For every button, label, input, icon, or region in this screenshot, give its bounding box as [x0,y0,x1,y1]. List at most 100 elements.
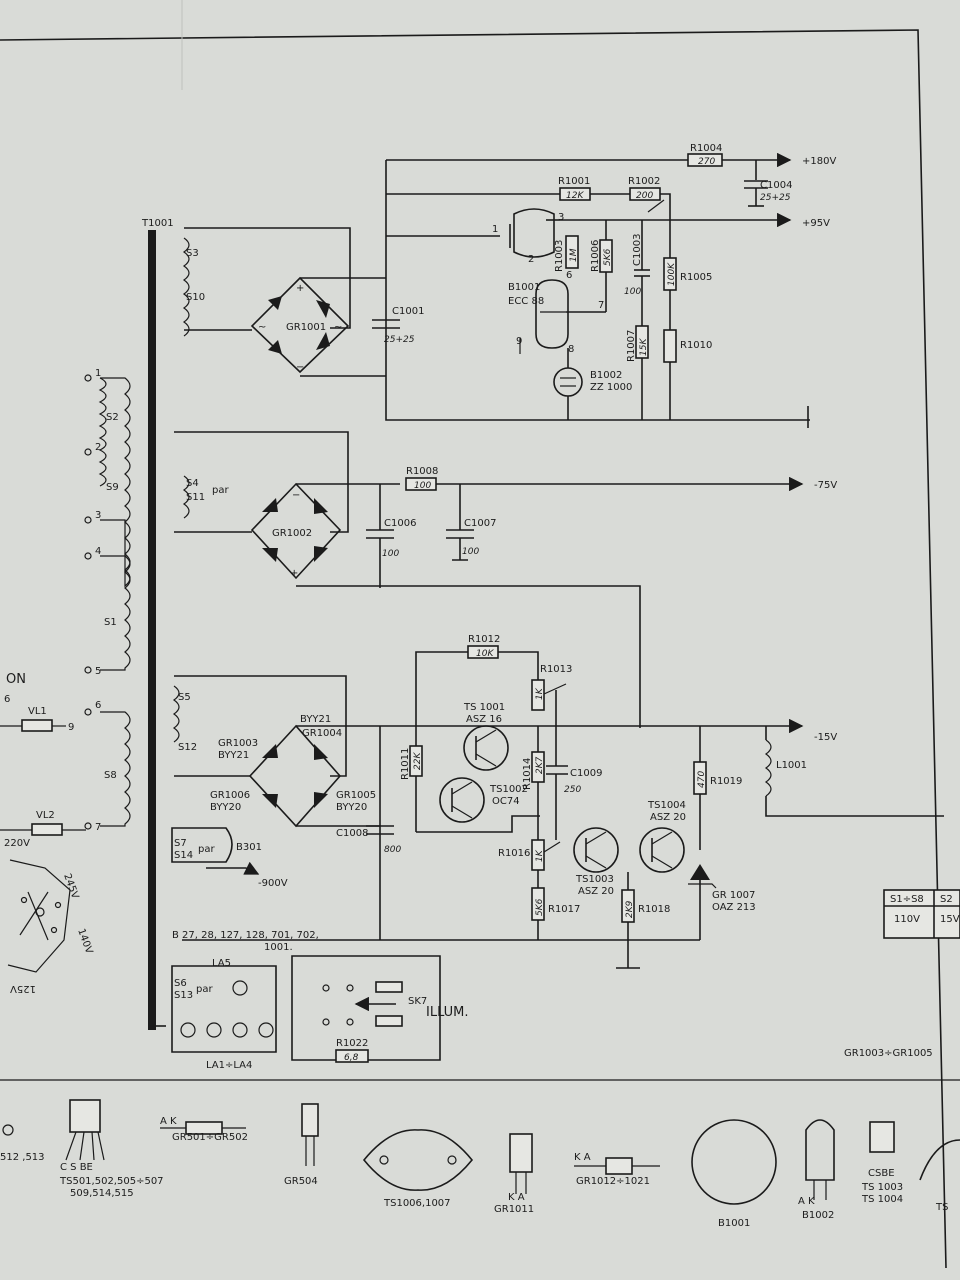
svg-text:245V: 245V [61,872,80,900]
svg-text:~: ~ [258,322,266,333]
tube-b1001: 1 2 3 7 6 8 9 B1001 ECC 88 [492,208,606,355]
svg-text:6: 6 [4,694,10,705]
svg-text:OC74: OC74 [492,796,520,807]
svg-text:BYY20: BYY20 [210,802,241,813]
svg-text:OAZ 213: OAZ 213 [712,902,756,913]
cap-c1009: C1009 250 [546,690,602,840]
svg-text:~: ~ [334,322,342,333]
svg-text:TS1002: TS1002 [489,784,528,795]
svg-text:S1: S1 [104,617,117,628]
svg-text:R1018: R1018 [638,904,670,915]
svg-text:22K: 22K [413,752,423,770]
svg-text:800: 800 [384,845,401,855]
svg-text:S14: S14 [174,850,193,861]
svg-text:125V: 125V [10,983,36,994]
svg-text:S10: S10 [186,292,205,303]
svg-text:6,8: 6,8 [344,1053,359,1063]
res-r1013: R1013 1K [531,664,572,711]
svg-text:470: 470 [697,771,707,788]
svg-text:TS 1001: TS 1001 [463,702,505,713]
svg-text:+95V: +95V [802,218,830,229]
svg-text:B1002: B1002 [802,1210,834,1221]
svg-text:L1001: L1001 [776,760,807,771]
svg-text:100: 100 [382,549,399,559]
svg-text:ILLUM.: ILLUM. [426,1005,469,1020]
svg-text:VL2: VL2 [36,810,55,821]
transistor-ts1001: TS 1001 ASZ 16 [463,702,509,771]
svg-text:R1002: R1002 [628,176,660,187]
svg-text:2K9: 2K9 [625,900,635,918]
inductor-l1001: L1001 [764,726,944,817]
svg-text:8: 8 [568,344,574,355]
svg-text:250: 250 [564,785,581,795]
svg-text:C1001: C1001 [392,306,424,317]
svg-text:S8: S8 [104,770,117,781]
svg-text:9: 9 [68,722,74,733]
svg-text:A K: A K [798,1196,815,1207]
svg-text:100: 100 [624,287,641,297]
svg-text:GR1012÷1021: GR1012÷1021 [576,1176,650,1187]
svg-text:B1002: B1002 [590,370,622,381]
spec-table: S1÷S8 S2 110V 15V [883,889,960,939]
sheet-border [0,29,947,1269]
pinout-legends: 512 ,513 C S BE TS501,502,505÷507 509,51… [0,1048,960,1229]
illumination: S6 S13 par LA5 LA1÷LA4 SK7 ILLUM. R1022 … [171,955,469,1071]
hv-supply: S3 S10 GR1001 + − ~ ~ C1001 25+25 [182,143,836,428]
res-r1010: R1010 [663,329,712,420]
svg-text:R1008: R1008 [406,466,438,477]
svg-text:100: 100 [462,547,479,557]
cap-c1003: C1003 100 [624,220,650,420]
neg900-winding: S7 S14 par B301 -900V [171,827,288,889]
svg-text:-75V: -75V [814,480,837,491]
svg-text:GR1003÷GR1005: GR1003÷GR1005 [844,1048,933,1059]
svg-text:B1001: B1001 [718,1218,750,1229]
svg-text:BYY21: BYY21 [300,714,331,725]
svg-text:R1011: R1011 [400,748,411,780]
svg-text:12K: 12K [566,191,584,201]
svg-text:7: 7 [95,822,101,833]
tube-b1002: B1002 ZZ 1000 [553,348,632,420]
svg-text:C1009: C1009 [570,768,602,779]
svg-text:1001.: 1001. [264,942,293,953]
svg-text:+180V: +180V [802,156,836,167]
svg-text:3: 3 [558,212,564,223]
svg-text:+: + [290,568,298,579]
svg-text:6: 6 [95,700,101,711]
svg-text:LA1÷LA4: LA1÷LA4 [206,1060,252,1071]
transistor-ts1002: TS1002 OC74 [439,777,528,823]
svg-text:5K6: 5K6 [603,248,613,266]
mains-input: ON 6 VL1 9 VL2 220V 245V 140V 125V [0,672,94,994]
svg-text:GR 1007: GR 1007 [712,890,755,901]
svg-text:2: 2 [528,254,534,265]
svg-text:1M: 1M [569,248,579,262]
svg-text:2K7: 2K7 [535,756,545,774]
svg-text:S5: S5 [178,692,191,703]
svg-text:SK7: SK7 [408,996,427,1007]
svg-text:7: 7 [598,300,604,311]
res-r1012: R1012 10K [467,634,500,659]
cap-c1008: C1008 800 [336,726,401,855]
res-r1011: R1011 22K [400,726,423,832]
neg15-supply: S5 S12 GR1003 BYY21 BYY21 GR1004 GR1006 … [172,634,944,969]
svg-text:R1016: R1016 [498,848,530,859]
cap-c1001: C1001 25+25 [372,306,424,345]
svg-text:GR1004: GR1004 [302,728,342,739]
svg-text:S3: S3 [186,248,199,259]
svg-text:220V: 220V [4,838,30,849]
svg-text:C1007: C1007 [464,518,496,529]
res-r1006: R1006 5K6 [590,220,613,312]
svg-text:R1006: R1006 [590,240,601,272]
svg-text:3: 3 [95,510,101,521]
svg-text:15K: 15K [639,338,649,356]
svg-text:GR504: GR504 [284,1176,318,1187]
svg-text:C1008: C1008 [336,828,368,839]
svg-text:9: 9 [516,336,522,347]
transistor-ts1004: TS1004 ASZ 20 [639,800,686,873]
transistor-ts1003: TS1003 ASZ 20 [573,827,619,897]
svg-text:−: − [296,362,304,373]
svg-text:ASZ 20: ASZ 20 [578,886,614,897]
svg-text:C S BE: C S BE [60,1162,93,1173]
svg-text:S12: S12 [178,742,197,753]
svg-text:15V: 15V [940,914,960,925]
svg-text:K A: K A [508,1192,525,1203]
